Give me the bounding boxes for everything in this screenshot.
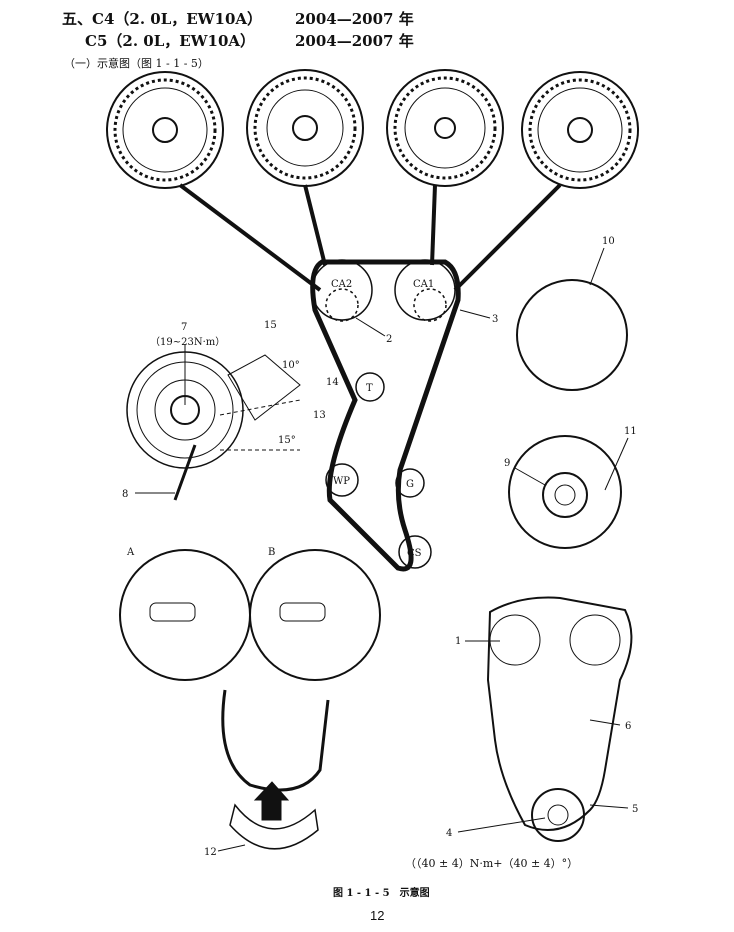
heading-years-c4: 2004—2007 年 [295,10,414,28]
inset-detail-10 [516,279,628,391]
callout-11: 11 [624,426,637,437]
label-ca1: CA1 [413,279,434,290]
tensioner-torque: （19~23N·m） [150,336,225,348]
timing-cover [486,596,633,831]
angle-15: 15° [278,435,296,446]
pulley-cs [398,535,432,569]
tensioner-detail [126,345,301,501]
callout-12: 12 [204,847,217,858]
camshaft-gear-4 [521,71,639,189]
callout-9: 9 [504,458,510,469]
timing-belt [310,259,461,572]
pulley-wp [325,463,359,497]
inset-detail-b [249,549,381,681]
label-t: T [366,383,373,394]
callout-2: 2 [386,334,392,345]
callout-13: 13 [313,410,326,421]
callout-5: 5 [632,804,638,815]
callout-b: B [268,547,275,558]
callout-3: 3 [492,314,498,325]
angle-10: 10° [282,360,300,371]
heading-model-c5: C5（2. 0L，EW10A） [85,32,256,50]
inset-detail-a [119,549,251,681]
section-title: （一）示意图（图 1 - 1 - 5） [64,57,209,70]
label-ca2: CA2 [331,279,352,290]
pulley-ca1 [394,259,456,321]
pulley-g [395,468,425,498]
inset-detail-9 [508,435,622,549]
connector-lines [178,183,562,292]
pulley-t [355,372,385,402]
callout-4: 4 [446,828,452,839]
callout-a: A [126,547,135,558]
heading-years-c5: 2004—2007 年 [295,32,414,50]
figure-caption: 图 1 - 1 - 5 示意图 [333,888,430,899]
heading-model-c4: 五、C4（2. 0L，EW10A） [62,10,263,28]
callout-7: 7 [181,322,187,333]
page-number: 12 [370,908,385,923]
label-cs: CS [407,548,422,559]
torque-spec: （（40 ± 4）N·m+（40 ± 4）°） [405,857,579,870]
callout-14: 14 [326,377,339,388]
callout-15: 15 [264,320,277,331]
label-wp: WP [333,476,350,487]
callout-1: 1 [455,636,461,647]
callout-6: 6 [625,721,631,732]
callout-10: 10 [602,236,615,247]
camshaft-gear-2 [246,69,364,187]
camshaft-gear-3 [386,69,504,187]
pulley-ca2 [311,259,373,321]
camshaft-gear-1 [106,71,224,189]
label-g: G [406,479,414,490]
callout-8: 8 [122,489,128,500]
belt-closeup [221,689,330,792]
